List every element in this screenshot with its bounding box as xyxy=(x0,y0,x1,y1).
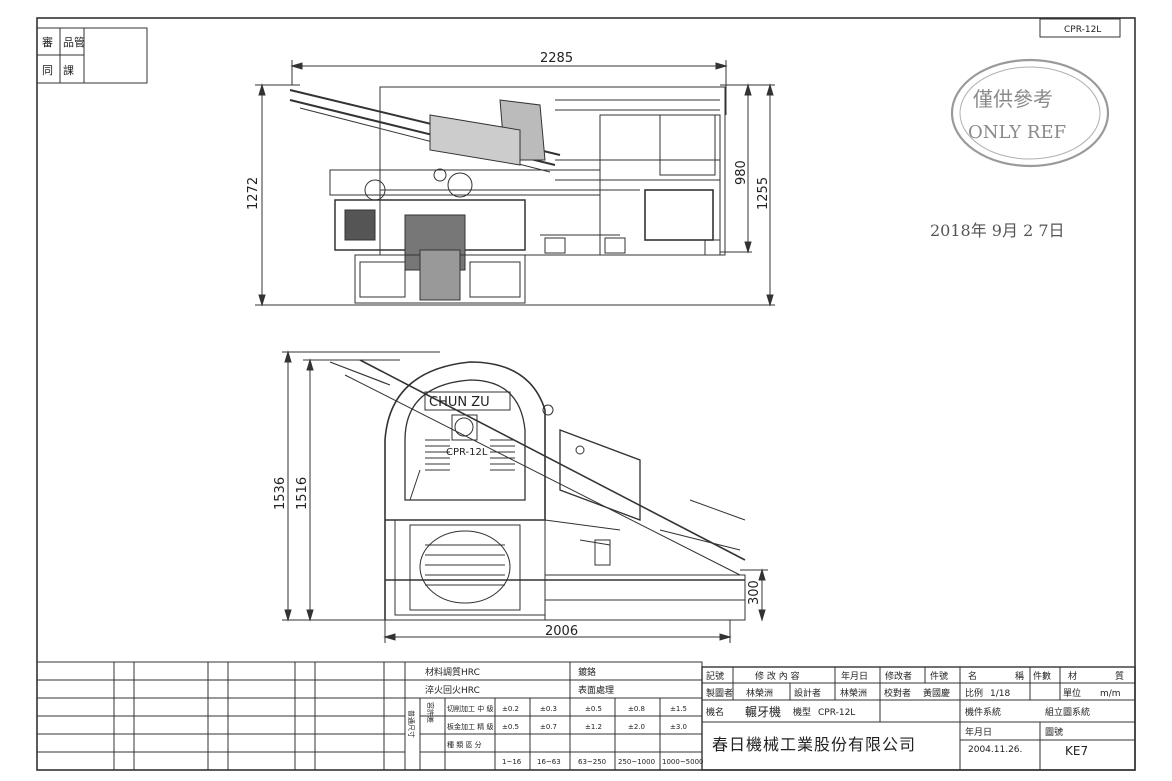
rev-header-partno: 件號 xyxy=(930,670,948,682)
checked-by-value: 黃國慶 xyxy=(923,687,950,699)
tolerance-cut-value: ±0.3 xyxy=(540,705,557,713)
tolerance-size-range: 16~63 xyxy=(537,758,561,766)
rev-header-mark: 記號 xyxy=(706,670,724,682)
name-header-material: 材 xyxy=(1068,670,1077,682)
top-view-outer-height-dim: 1255 xyxy=(756,177,771,210)
title-block-rev-headers: 記號 修 改 內 容 年月日 修改者 件號 xyxy=(706,670,948,682)
tolerance-row2-label: 淬火回火HRC xyxy=(425,684,480,696)
part-system-value: 組立圖系統 xyxy=(1045,706,1090,718)
side-view-inner-height-dim: 1516 xyxy=(295,477,310,510)
tolerance-sheet-value: ±0.5 xyxy=(502,723,519,731)
drawing-code-box: CPR-12L xyxy=(1039,18,1121,38)
tolerance-table-grid xyxy=(404,661,703,771)
scale-value: 1/18 xyxy=(990,689,1010,699)
machine-name-label: 機名 xyxy=(706,706,724,718)
handwritten-date: 2018年 9月 2 7日 xyxy=(930,221,1065,240)
drawing-no-label: 圖號 xyxy=(1045,726,1063,738)
tolerance-row1-right-label: 鍍鉻 xyxy=(578,666,596,678)
tolerance-size-range: 63~250 xyxy=(578,758,606,766)
tolerance-side-label: 普通尺寸 xyxy=(407,710,416,738)
unit-label: 單位 xyxy=(1063,687,1081,699)
name-header-qty: 件數 xyxy=(1033,670,1051,682)
machine-model-plate: CPR-12L xyxy=(446,447,488,458)
part-system-label: 機件系統 xyxy=(965,706,1001,718)
drawing-no-value: KE7 xyxy=(1065,744,1088,758)
top-view-width-dim: 2285 xyxy=(540,51,573,66)
drawn-by-label: 製圖者 xyxy=(706,687,733,699)
title-block-grid xyxy=(701,666,1136,771)
top-view-inner-height-dim: 980 xyxy=(734,160,749,185)
date-label: 年月日 xyxy=(965,726,992,738)
top-view-height-dim: 1272 xyxy=(246,177,261,210)
name-header-quality: 質 xyxy=(1115,670,1124,682)
date-value: 2004.11.26. xyxy=(968,745,1022,755)
tolerance-sheet-label: 板金加工 精 級 xyxy=(447,722,493,731)
side-view-outer-height-dim: 1536 xyxy=(273,477,288,510)
scale-label: 比例 xyxy=(965,687,983,699)
checked-by-label: 校對者 xyxy=(884,687,911,699)
tolerance-sheet-value: ±1.2 xyxy=(585,723,602,731)
drawing-code-text: CPR-12L xyxy=(1064,25,1101,35)
tolerance-size-ranges: 1~16 16~63 63~250 250~1000 1000~5000 xyxy=(502,758,704,766)
tolerance-cut-values: ±0.2 ±0.3 ±0.5 ±0.8 ±1.5 xyxy=(502,705,687,713)
designed-by-label: 設計者 xyxy=(794,687,821,699)
tolerance-sheet-values: ±0.5 ±0.7 ±1.2 ±2.0 ±3.0 xyxy=(502,723,687,731)
title-block-name-headers: 名 稱 件數 材 質 xyxy=(968,670,1124,682)
approval-label-2: 品管 xyxy=(63,35,85,49)
tolerance-size-label: 種 類 區 分 xyxy=(447,740,482,749)
tolerance-size-range: 1000~5000 xyxy=(662,758,704,766)
reference-stamp: 僅供參考 ONLY REF xyxy=(950,58,1110,168)
tolerance-cut-value: ±0.2 xyxy=(502,705,519,713)
tolerance-size-range: 1~16 xyxy=(502,758,522,766)
tolerance-sheet-value: ±0.7 xyxy=(540,723,557,731)
approval-label-3: 同 xyxy=(42,64,53,77)
side-view-width-dim: 2006 xyxy=(545,624,578,639)
stamp-line-2: ONLY REF xyxy=(968,122,1066,143)
tolerance-size-range: 250~1000 xyxy=(618,758,655,766)
tolerance-row2-right-label: 表面處理 xyxy=(578,684,614,696)
tolerance-sheet-value: ±3.0 xyxy=(670,723,687,731)
name-header-title: 稱 xyxy=(1015,671,1024,682)
name-header-name: 名 xyxy=(968,670,977,682)
machine-name-value: 輾牙機 xyxy=(745,704,781,719)
tolerance-cut-value: ±0.8 xyxy=(628,705,645,713)
top-view-drawing xyxy=(255,60,775,307)
designed-by-value: 林榮洲 xyxy=(840,687,867,699)
stamp-line-1: 僅供參考 xyxy=(973,87,1053,111)
tolerance-sheet-value: ±2.0 xyxy=(628,723,645,731)
revision-history-grid xyxy=(36,661,406,771)
drawn-by-value: 林榮洲 xyxy=(746,687,773,699)
rev-header-content: 修 改 內 容 xyxy=(755,670,800,682)
tolerance-side-label2: 容許差 xyxy=(426,702,435,723)
model-value: CPR-12L xyxy=(818,708,855,718)
tolerance-row1-label: 材料調質HRC xyxy=(425,666,480,678)
model-label: 機型 xyxy=(793,706,811,718)
tolerance-cut-value: ±0.5 xyxy=(585,705,602,713)
side-view-base-dim: 300 xyxy=(747,580,762,605)
machine-brand-text: CHUN ZU xyxy=(429,395,490,410)
tolerance-cut-value: ±1.5 xyxy=(670,705,687,713)
approval-label-1: 審 xyxy=(42,35,53,49)
rev-header-date: 年月日 xyxy=(841,670,868,682)
side-view-drawing xyxy=(282,350,768,643)
approval-box: 審 品管 同 課 xyxy=(36,27,148,84)
approval-label-4: 課 xyxy=(63,63,74,77)
tolerance-cut-label: 切削加工 中 級 xyxy=(447,704,493,713)
company-name: 春日機械工業股份有限公司 xyxy=(712,735,916,754)
unit-value: m/m xyxy=(1100,689,1121,699)
rev-header-editor: 修改者 xyxy=(885,670,912,682)
